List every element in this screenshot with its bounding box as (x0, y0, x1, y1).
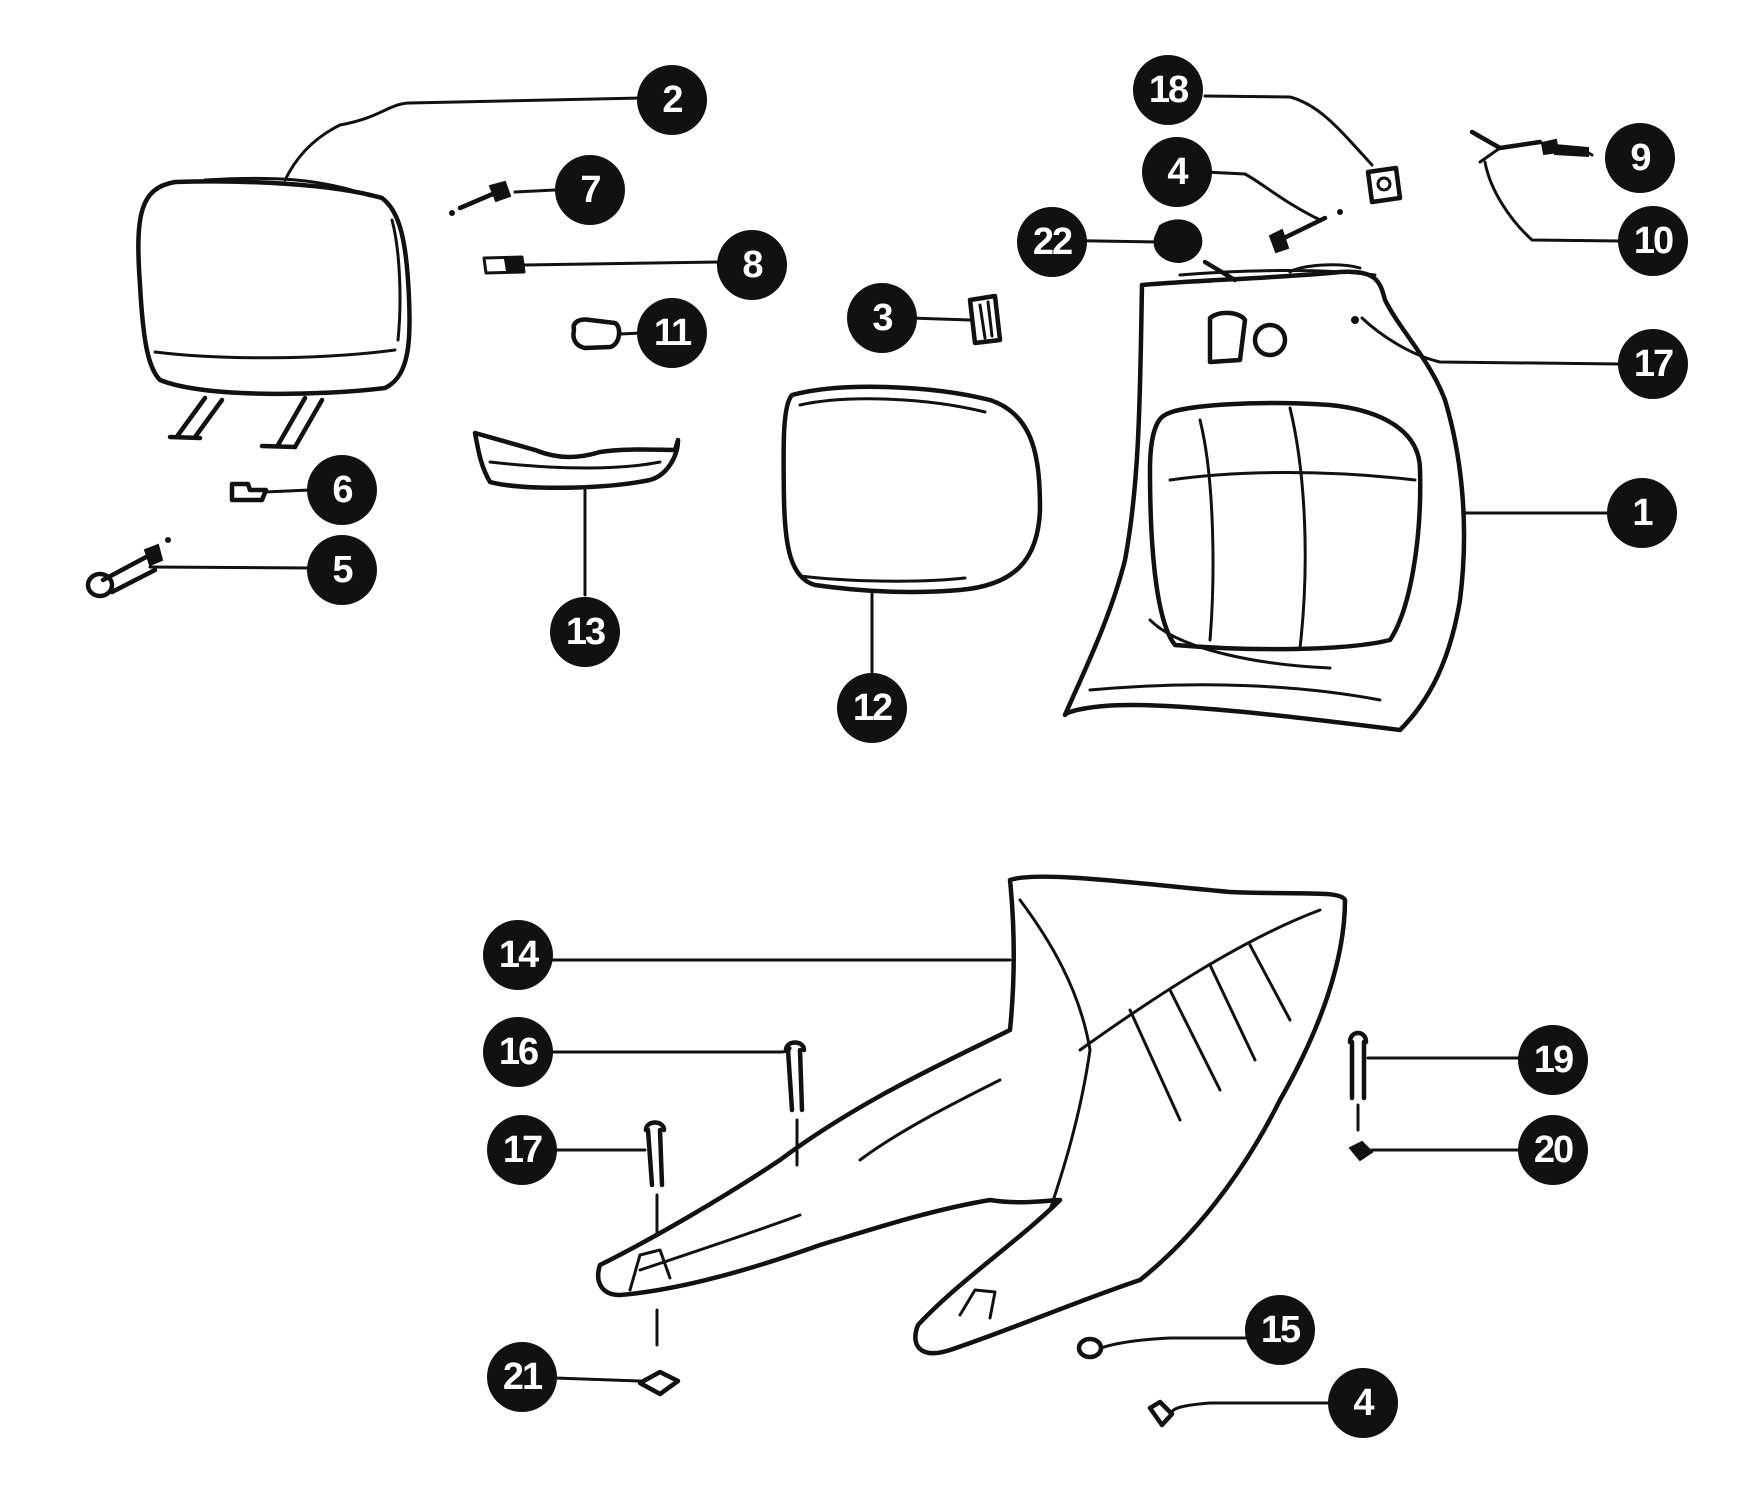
callout-19: 19 (1518, 1025, 1588, 1095)
callout-5: 5 (307, 535, 377, 605)
floor-panel-14-part (595, 874, 1348, 1356)
svg-text:16: 16 (499, 1031, 538, 1073)
svg-text:1: 1 (1632, 492, 1653, 534)
callout-4-top: 4 (1142, 137, 1212, 207)
svg-text:15: 15 (1261, 1309, 1301, 1351)
svg-text:4: 4 (1167, 151, 1188, 193)
bolt-19-part (1347, 1030, 1369, 1132)
callout-20: 20 (1518, 1115, 1588, 1185)
svg-text:11: 11 (654, 312, 692, 354)
callout-8: 8 (717, 230, 787, 300)
svg-text:17: 17 (503, 1129, 542, 1171)
svg-text:21: 21 (503, 1356, 543, 1398)
panel-12-part (781, 384, 1043, 595)
svg-text:6: 6 (332, 469, 352, 511)
screw-4-top-part (1268, 209, 1343, 254)
bolt-16-part (783, 1040, 807, 1167)
callout-2: 2 (637, 65, 707, 135)
plate-18-part (1365, 165, 1403, 205)
callout-14: 14 (483, 920, 553, 990)
callout-12: 12 (837, 673, 907, 743)
grommet-15-part (1076, 1336, 1104, 1360)
svg-text:14: 14 (499, 934, 539, 976)
clip-nut-3-part (967, 293, 1003, 346)
svg-text:4: 4 (1353, 1382, 1374, 1424)
svg-text:3: 3 (872, 297, 892, 339)
grommet-11-part (571, 317, 622, 351)
svg-text:10: 10 (1634, 220, 1673, 262)
callout-9: 9 (1605, 123, 1675, 193)
washer-21-part (637, 1308, 681, 1397)
bracket-6-part (229, 481, 269, 503)
svg-text:8: 8 (742, 244, 762, 286)
svg-text:22: 22 (1033, 221, 1072, 263)
svg-text:18: 18 (1149, 69, 1188, 111)
callout-1: 1 (1607, 478, 1677, 548)
svg-text:19: 19 (1534, 1039, 1573, 1081)
clips-9-10-part (1469, 129, 1589, 164)
callout-11: 11 (637, 298, 707, 368)
callout-18: 18 (1133, 55, 1203, 125)
seat-cushion-part (136, 176, 412, 450)
bolt-17-bottom-part (643, 1120, 667, 1237)
svg-text:5: 5 (332, 549, 353, 591)
callout-21: 21 (487, 1342, 557, 1412)
callout-15: 15 (1245, 1295, 1315, 1365)
nut-20-part (1348, 1140, 1374, 1162)
callout-17-top: 17 (1618, 329, 1688, 399)
bolt-7-part (449, 180, 512, 216)
bolt-5-part (85, 537, 171, 599)
front-shield-1-part (1062, 263, 1467, 733)
callout-16: 16 (483, 1017, 553, 1087)
svg-text:12: 12 (853, 687, 892, 729)
callout-22: 22 (1017, 207, 1087, 277)
callout-13: 13 (550, 597, 620, 667)
trim-tray-13-part (472, 430, 681, 491)
clip-8-part (482, 255, 526, 275)
svg-text:17: 17 (1634, 343, 1673, 385)
callout-7: 7 (555, 155, 625, 225)
svg-text:20: 20 (1534, 1129, 1573, 1171)
svg-text:9: 9 (1630, 137, 1650, 179)
svg-text:2: 2 (662, 79, 682, 121)
callout-6: 6 (307, 455, 377, 525)
svg-text:13: 13 (566, 611, 605, 653)
callout-3: 3 (847, 283, 917, 353)
callout-10: 10 (1618, 206, 1688, 276)
svg-text:7: 7 (580, 169, 600, 211)
clip-4-bottom-part (1147, 1399, 1175, 1428)
leader-lines (148, 94, 1622, 1416)
callout-4-bottom: 4 (1328, 1368, 1398, 1438)
callout-17-bottom: 17 (487, 1115, 557, 1185)
